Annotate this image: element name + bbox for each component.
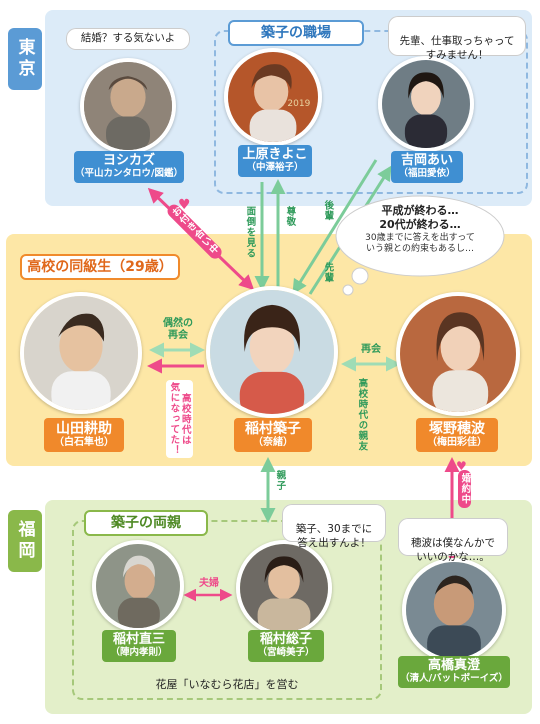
- tokyo-tab: 東京: [8, 28, 42, 90]
- kohai-label: 後輩: [322, 200, 334, 221]
- kohai-arrow: [292, 159, 378, 295]
- konyaku-label: 婚約中: [458, 470, 472, 508]
- tsukano-actor: （梅田彩佳）: [427, 437, 487, 449]
- kininatteta-label: 高校時代は 気になってた！: [166, 380, 193, 458]
- tsukano-photo: [396, 292, 520, 416]
- yamada-actor: （白石隼也）: [54, 437, 114, 449]
- takahashi-name-plate: 高橋真澄 （清人/バットボーイズ）: [398, 656, 510, 688]
- inamura-name-plate: 稲村築子 （奈緒）: [234, 418, 312, 452]
- heart-icon: ♥: [456, 459, 467, 473]
- soko-quote: 築子、30までに 答え出すんよ！: [295, 523, 373, 550]
- tsukano-name: 塚野穂波: [429, 421, 485, 437]
- soko-actor: （宮崎美子）: [257, 646, 315, 658]
- naozo-photo: [92, 540, 184, 632]
- fufu-label: 夫婦: [199, 578, 219, 589]
- saikai-label: 再会: [361, 344, 381, 355]
- thought-cloud-shape: [335, 195, 505, 296]
- fukuoka-tab: 福岡: [8, 510, 42, 572]
- yoshikazu-quote: 結婚？する気ないよ: [80, 32, 176, 44]
- naozo-name-plate: 稲村直三 （陣内孝則）: [102, 630, 176, 662]
- naozo-name: 稲村直三: [112, 632, 165, 647]
- uehara-name: 上原きよこ: [242, 147, 308, 162]
- senpai-label: 先輩: [322, 262, 334, 283]
- mendou-label: 面倒を見る: [244, 206, 256, 259]
- yamada-photo: [20, 292, 142, 414]
- shop-note: 花屋「いなむら花店」を営む: [155, 678, 299, 691]
- uehara-actor: （中澤裕子）: [246, 161, 304, 173]
- parents-label: 築子の両親: [84, 510, 208, 536]
- thought-cloud: 平成が終わる… 20代が終わる… 30歳までに答えを出すって いう親との約束もあ…: [336, 204, 504, 256]
- yoshikazu-actor: （平山カンタロウ/図鑑）: [75, 167, 183, 179]
- oyako-label: 親子: [274, 470, 286, 491]
- thought-line3: 30歳までに答えを出すって いう親との約束もあるし…: [365, 232, 475, 255]
- guuzen-label: 偶然の 再会: [163, 318, 193, 341]
- workplace-label: 築子の職場: [228, 20, 364, 46]
- uehara-photo: 2019: [224, 48, 322, 146]
- yamada-name-plate: 山田耕助 （白石隼也）: [44, 418, 124, 452]
- naozo-actor: （陣内孝則）: [110, 646, 168, 658]
- soko-photo: [236, 540, 332, 636]
- takahashi-name: 高橋真澄: [427, 658, 480, 673]
- takahashi-photo: [402, 558, 506, 662]
- yoshikazu-name-plate: ヨシカズ （平山カンタロウ/図鑑）: [74, 151, 184, 183]
- svg-text:2019: 2019: [287, 99, 310, 109]
- workplace-box: [214, 30, 528, 194]
- thought-line2: 20代が終わる…: [379, 218, 461, 232]
- yoshikazu-speech-bubble: 結婚？する気ないよ: [66, 28, 190, 50]
- soko-speech-bubble: 築子、30までに 答え出すんよ！: [282, 504, 386, 549]
- yoshioka-name-plate: 吉岡あい （福田愛依）: [391, 151, 463, 183]
- inamura-name: 稲村築子: [245, 421, 301, 437]
- tokyo-tab-label: 東京: [14, 38, 35, 80]
- uehara-name-plate: 上原きよこ （中澤裕子）: [238, 145, 312, 177]
- soko-name: 稲村総子: [259, 632, 312, 647]
- takahashi-quote: 穂波は僕なんかで いいのかな…。: [411, 537, 495, 564]
- inamura-photo: [206, 286, 338, 418]
- yoshioka-speech-bubble: 先輩、仕事取っちゃって すみません！: [388, 16, 526, 61]
- shinyu-label: 高校時代の親友: [356, 378, 368, 452]
- yoshioka-actor: （福田愛依）: [398, 167, 456, 179]
- yoshioka-photo: [378, 56, 474, 152]
- heart-icon: ♥: [178, 197, 191, 213]
- parents-box: [72, 520, 382, 700]
- yoshikazu-name: ヨシカズ: [102, 153, 155, 168]
- takahashi-actor: （清人/バットボーイズ）: [400, 672, 508, 684]
- takahashi-speech-bubble: 穂波は僕なんかで いいのかな…。: [398, 518, 508, 563]
- yamada-name: 山田耕助: [56, 421, 112, 437]
- thought-line1: 平成が終わる…: [381, 204, 459, 217]
- inamura-actor: （奈緒）: [253, 437, 293, 449]
- fukuoka-tab-label: 福岡: [14, 520, 35, 562]
- yoshikazu-photo: [80, 58, 176, 154]
- soko-name-plate: 稲村総子 （宮崎美子）: [248, 630, 324, 662]
- sonkei-label: 尊敬: [284, 206, 296, 227]
- yoshioka-quote: 先輩、仕事取っちゃって すみません！: [399, 35, 515, 62]
- tsukano-name-plate: 塚野穂波 （梅田彩佳）: [416, 418, 498, 452]
- yoshioka-name: 吉岡あい: [400, 153, 453, 168]
